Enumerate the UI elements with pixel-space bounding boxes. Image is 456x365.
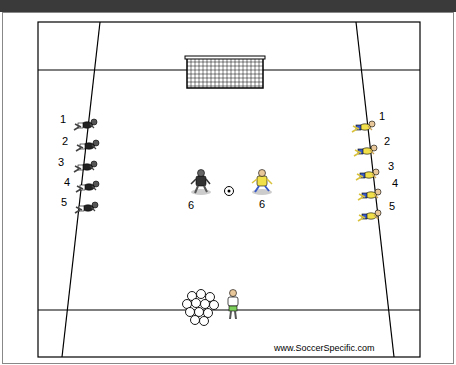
- field-lines: [38, 22, 420, 357]
- callout-number: 4: [392, 177, 398, 189]
- watermark: www.SoccerSpecific.com: [274, 343, 375, 353]
- black-team: [74, 119, 99, 213]
- callout-number: 5: [61, 196, 67, 208]
- callout-number: 2: [62, 135, 68, 147]
- callout-number: 4: [64, 176, 70, 188]
- center-yellow-player: [252, 170, 272, 196]
- ball-pile: [183, 290, 219, 326]
- callout-number: 1: [60, 113, 66, 125]
- callout-number: 3: [58, 156, 64, 168]
- top-bar: [0, 0, 456, 12]
- callout-number: 6: [259, 198, 265, 210]
- callout-number: 3: [388, 160, 394, 172]
- callout-number: 1: [379, 110, 385, 122]
- yellow-team: [352, 121, 381, 221]
- callout-number: 6: [188, 199, 194, 211]
- center-black-player: [191, 170, 211, 196]
- callout-number: 5: [389, 200, 395, 212]
- goal: [185, 56, 265, 88]
- frame: [3, 13, 454, 364]
- ball-patch: [228, 190, 231, 193]
- server-player: [228, 290, 238, 320]
- ball: [225, 187, 234, 196]
- callout-number: 2: [384, 135, 390, 147]
